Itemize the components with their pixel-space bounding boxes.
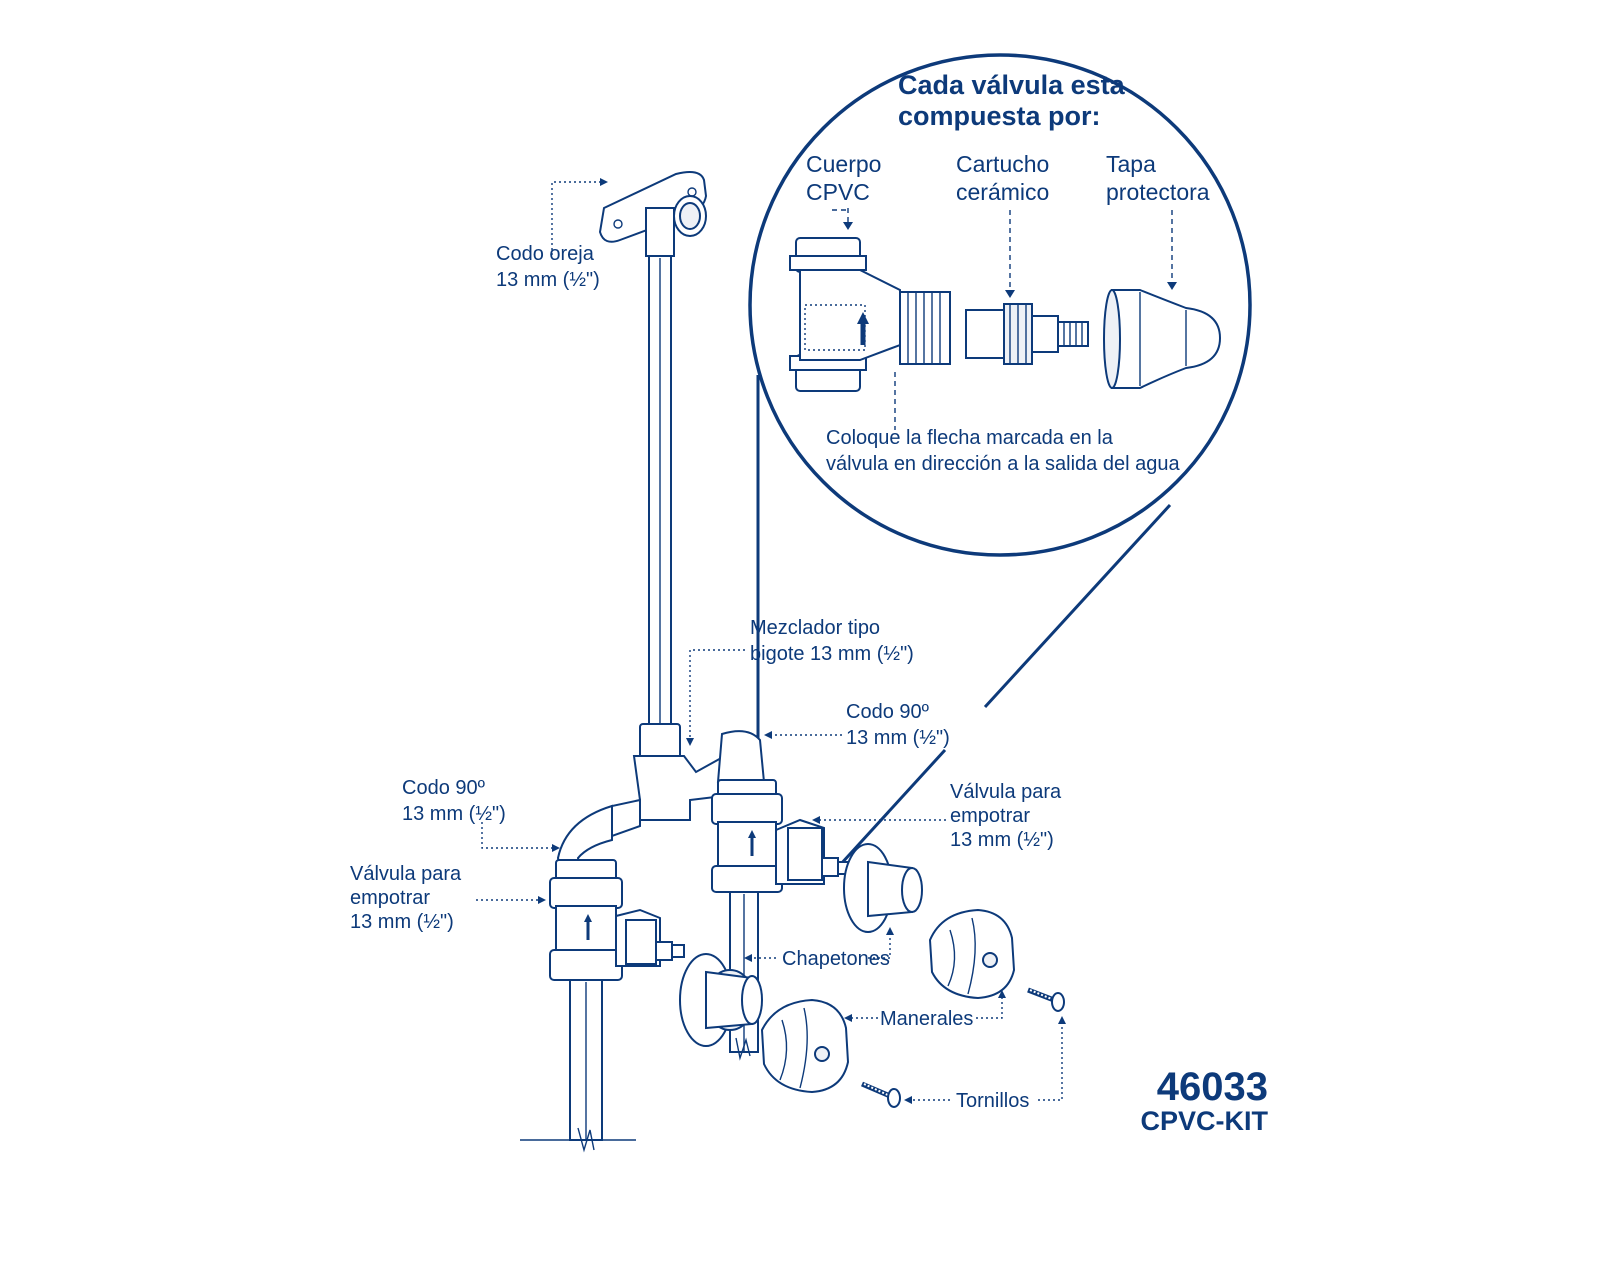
inset-title-line1: Cada válvula esta <box>898 70 1126 100</box>
inset-callout-line-right-upper <box>983 503 1172 709</box>
chapeton-left-icon <box>679 953 763 1047</box>
inset-title-line2: compuesta por: <box>898 101 1101 131</box>
manerales-label: Manerales <box>880 1008 973 1030</box>
part-cartucho-label-1: Cartucho <box>956 151 1049 177</box>
valve-detail-inset: Cada válvula esta compuesta por: Cuerpo … <box>748 53 1252 867</box>
chapetones-label: Chapetones <box>782 948 890 970</box>
valvula-left-label-1: Válvula para <box>350 863 462 885</box>
part-tapa-label-2: protectora <box>1106 179 1210 205</box>
maneral-left-icon <box>760 998 850 1094</box>
tornillo-right-icon <box>1027 987 1065 1012</box>
codo-left-label-1: Codo 90º <box>402 777 486 799</box>
callouts: Codo oreja 13 mm (½") Mezclador tipo big… <box>350 178 1066 1112</box>
mezclador-label-1: Mezclador tipo <box>750 617 880 639</box>
tornillo-left-icon <box>861 1081 901 1108</box>
inset-note-line1: Coloque la flecha marcada en la <box>826 427 1114 449</box>
part-cartucho-label-2: cerámico <box>956 179 1049 205</box>
codo-left-label-2: 13 mm (½") <box>402 803 506 825</box>
codo-oreja-label-2: 13 mm (½") <box>496 269 600 291</box>
valvula-right-label-2: empotrar <box>950 805 1030 827</box>
product-code: 46033 <box>1157 1065 1268 1109</box>
valvula-right-label-3: 13 mm (½") <box>950 829 1054 851</box>
valvula-left-label-3: 13 mm (½") <box>350 911 454 933</box>
codo-right-label-1: Codo 90º <box>846 701 930 723</box>
left-branch <box>520 798 685 1153</box>
inset-note-line2: válvula en dirección a la salida del agu… <box>826 453 1180 475</box>
codo-oreja-icon <box>598 171 708 257</box>
ceramic-cartridge-icon <box>965 303 1089 365</box>
product-name: CPVC-KIT <box>1141 1106 1269 1136</box>
inset-callout-line-right-lower <box>838 748 947 867</box>
maneral-right-icon <box>928 908 1016 1000</box>
protective-cap-icon <box>1103 289 1222 389</box>
codo-right-label-2: 13 mm (½") <box>846 727 950 749</box>
inset-circle <box>748 53 1252 557</box>
part-cuerpo-label-2: CPVC <box>806 179 870 205</box>
valvula-left-label-2: empotrar <box>350 887 430 909</box>
valve-body-cpvc-icon <box>789 237 951 430</box>
valvula-right-label-1: Válvula para <box>950 781 1062 803</box>
part-cuerpo-label-1: Cuerpo <box>806 151 881 177</box>
chapeton-right-icon <box>843 843 923 933</box>
right-branch <box>711 779 851 1061</box>
mezclador-bigote-icon <box>632 723 766 821</box>
part-tapa-label-1: Tapa <box>1106 151 1156 177</box>
codo-oreja-label-1: Codo oreja <box>496 243 595 265</box>
plumbing-assembly <box>520 171 1065 1153</box>
tornillos-label: Tornillos <box>956 1090 1029 1112</box>
mezclador-label-2: bigote 13 mm (½") <box>750 643 914 665</box>
